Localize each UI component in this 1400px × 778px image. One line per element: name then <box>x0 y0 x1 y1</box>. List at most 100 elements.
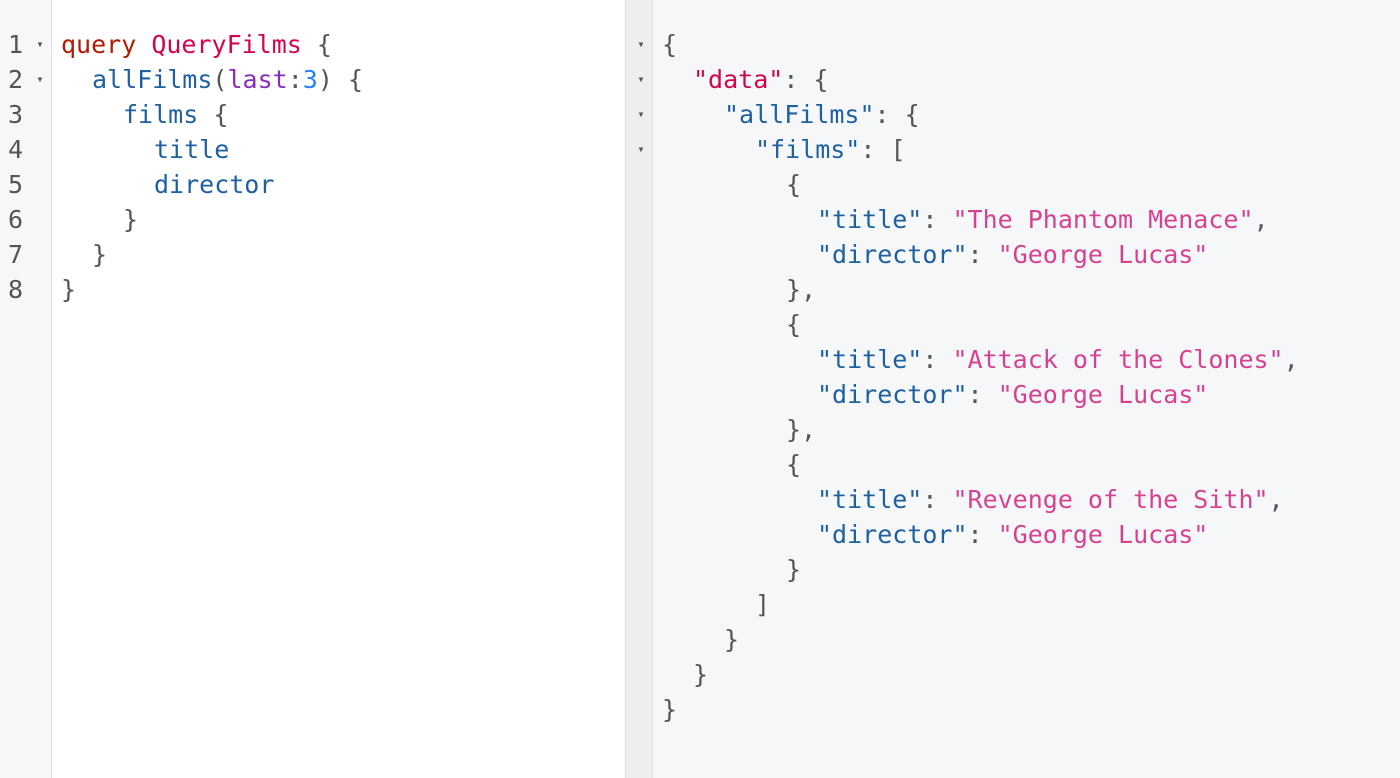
line-number: 6 <box>8 205 24 234</box>
brace-token: } <box>92 240 108 269</box>
json-line: { <box>786 447 801 482</box>
json-line: }, <box>786 272 816 307</box>
json-line: "title": "Revenge of the Sith", <box>817 482 1284 517</box>
json-string-value: "Attack of the Clones" <box>952 345 1284 374</box>
comma-token: , <box>1283 345 1299 374</box>
json-key: "director" <box>817 520 968 549</box>
json-string-value: "Revenge of the Sith" <box>952 485 1269 514</box>
code-line[interactable]: films { <box>123 97 228 132</box>
comma-token: , <box>1268 485 1284 514</box>
query-editor[interactable]: 1 ▾ 2 ▾ 3 4 5 6 7 8 query QueryFilms { a… <box>0 0 625 778</box>
code-line[interactable]: director <box>154 167 274 202</box>
json-string-value: "George Lucas" <box>997 240 1209 269</box>
brace-token: } <box>123 205 139 234</box>
fold-toggle-icon[interactable]: ▾ <box>637 37 645 51</box>
brace-token: { <box>786 310 802 339</box>
brace-token: { <box>786 450 802 479</box>
paren-token: ( <box>212 65 228 94</box>
code-line[interactable]: query QueryFilms { <box>61 27 332 62</box>
json-key: "title" <box>817 345 923 374</box>
brace-token: { <box>786 170 802 199</box>
json-string-value: "George Lucas" <box>997 520 1209 549</box>
argument-value-token: 3 <box>302 65 318 94</box>
field-token: title <box>154 135 230 164</box>
fold-toggle-icon[interactable]: ▾ <box>637 72 645 86</box>
line-number: 2 <box>8 65 24 94</box>
json-line: "director": "George Lucas" <box>817 517 1208 552</box>
code-line[interactable]: } <box>61 272 76 307</box>
json-line: "title": "Attack of the Clones", <box>817 342 1299 377</box>
line-number: 5 <box>8 170 24 199</box>
bracket-token: [ <box>890 135 906 164</box>
line-number: 3 <box>8 100 24 129</box>
code-line[interactable]: allFilms(last:3) { <box>92 62 363 97</box>
brace-token: } <box>724 625 740 654</box>
colon-token: : <box>967 240 998 269</box>
json-line: "allFilms": { <box>724 97 920 132</box>
line-number: 7 <box>8 240 24 269</box>
line-number: 4 <box>8 135 24 164</box>
colon-token: : <box>287 65 303 94</box>
json-key: "allFilms" <box>724 100 875 129</box>
json-line: "data": { <box>693 62 828 97</box>
paren-token: ) <box>317 65 333 94</box>
json-line: } <box>724 622 739 657</box>
brace-token: { <box>213 100 229 129</box>
comma-token: , <box>1253 205 1269 234</box>
fold-toggle-icon[interactable]: ▾ <box>36 72 44 86</box>
field-token: films <box>123 100 199 129</box>
pane-resize-handle[interactable] <box>625 0 653 778</box>
json-line: } <box>693 657 708 692</box>
json-line: } <box>662 692 677 727</box>
fold-toggle-icon[interactable]: ▾ <box>637 107 645 121</box>
json-line: { <box>786 167 801 202</box>
brace-token: { <box>347 65 364 94</box>
json-line: } <box>786 552 801 587</box>
code-line[interactable]: title <box>154 132 229 167</box>
code-line[interactable]: } <box>92 237 107 272</box>
fold-toggle-icon[interactable]: ▾ <box>36 37 44 51</box>
json-line: "director": "George Lucas" <box>817 237 1208 272</box>
line-number-gutter: 1 ▾ 2 ▾ 3 4 5 6 7 8 <box>0 0 52 778</box>
json-line: { <box>662 27 677 62</box>
colon-token: : <box>783 65 814 94</box>
json-key: "director" <box>817 380 968 409</box>
json-key: "title" <box>817 485 923 514</box>
brace-token: } <box>662 695 678 724</box>
json-key: "title" <box>817 205 923 234</box>
json-line: }, <box>786 412 816 447</box>
json-line: "director": "George Lucas" <box>817 377 1208 412</box>
json-key: "data" <box>693 65 784 94</box>
colon-token: : <box>967 520 998 549</box>
brace-token: } <box>786 555 802 584</box>
colon-token: : <box>922 485 953 514</box>
colon-token: : <box>874 100 905 129</box>
field-token: director <box>154 170 275 199</box>
brace-token: { <box>662 30 678 59</box>
brace-token: }, <box>786 275 817 304</box>
brace-token: } <box>61 275 77 304</box>
json-line: ] <box>755 587 770 622</box>
json-string-value: "The Phantom Menace" <box>952 205 1254 234</box>
argument-name-token: last <box>227 65 288 94</box>
json-key: "director" <box>817 240 968 269</box>
json-string-value: "George Lucas" <box>997 380 1209 409</box>
colon-token: : <box>860 135 891 164</box>
json-line: "films": [ <box>755 132 906 167</box>
brace-token: { <box>813 65 829 94</box>
fold-toggle-icon[interactable]: ▾ <box>637 142 645 156</box>
operation-name-token: QueryFilms <box>151 30 302 59</box>
colon-token: : <box>922 345 953 374</box>
keyword-token: query <box>61 30 137 59</box>
line-number: 8 <box>8 275 24 304</box>
result-viewer[interactable]: ▾ ▾ ▾ ▾ { "data": { "allFilms": { "films… <box>637 0 1400 778</box>
json-line: { <box>786 307 801 342</box>
line-number: 1 <box>8 30 24 59</box>
brace-token: }, <box>786 415 817 444</box>
brace-token: { <box>904 100 920 129</box>
code-line[interactable]: } <box>123 202 138 237</box>
bracket-token: ] <box>755 590 771 619</box>
brace-token: { <box>316 30 332 59</box>
json-line: "title": "The Phantom Menace", <box>817 202 1269 237</box>
